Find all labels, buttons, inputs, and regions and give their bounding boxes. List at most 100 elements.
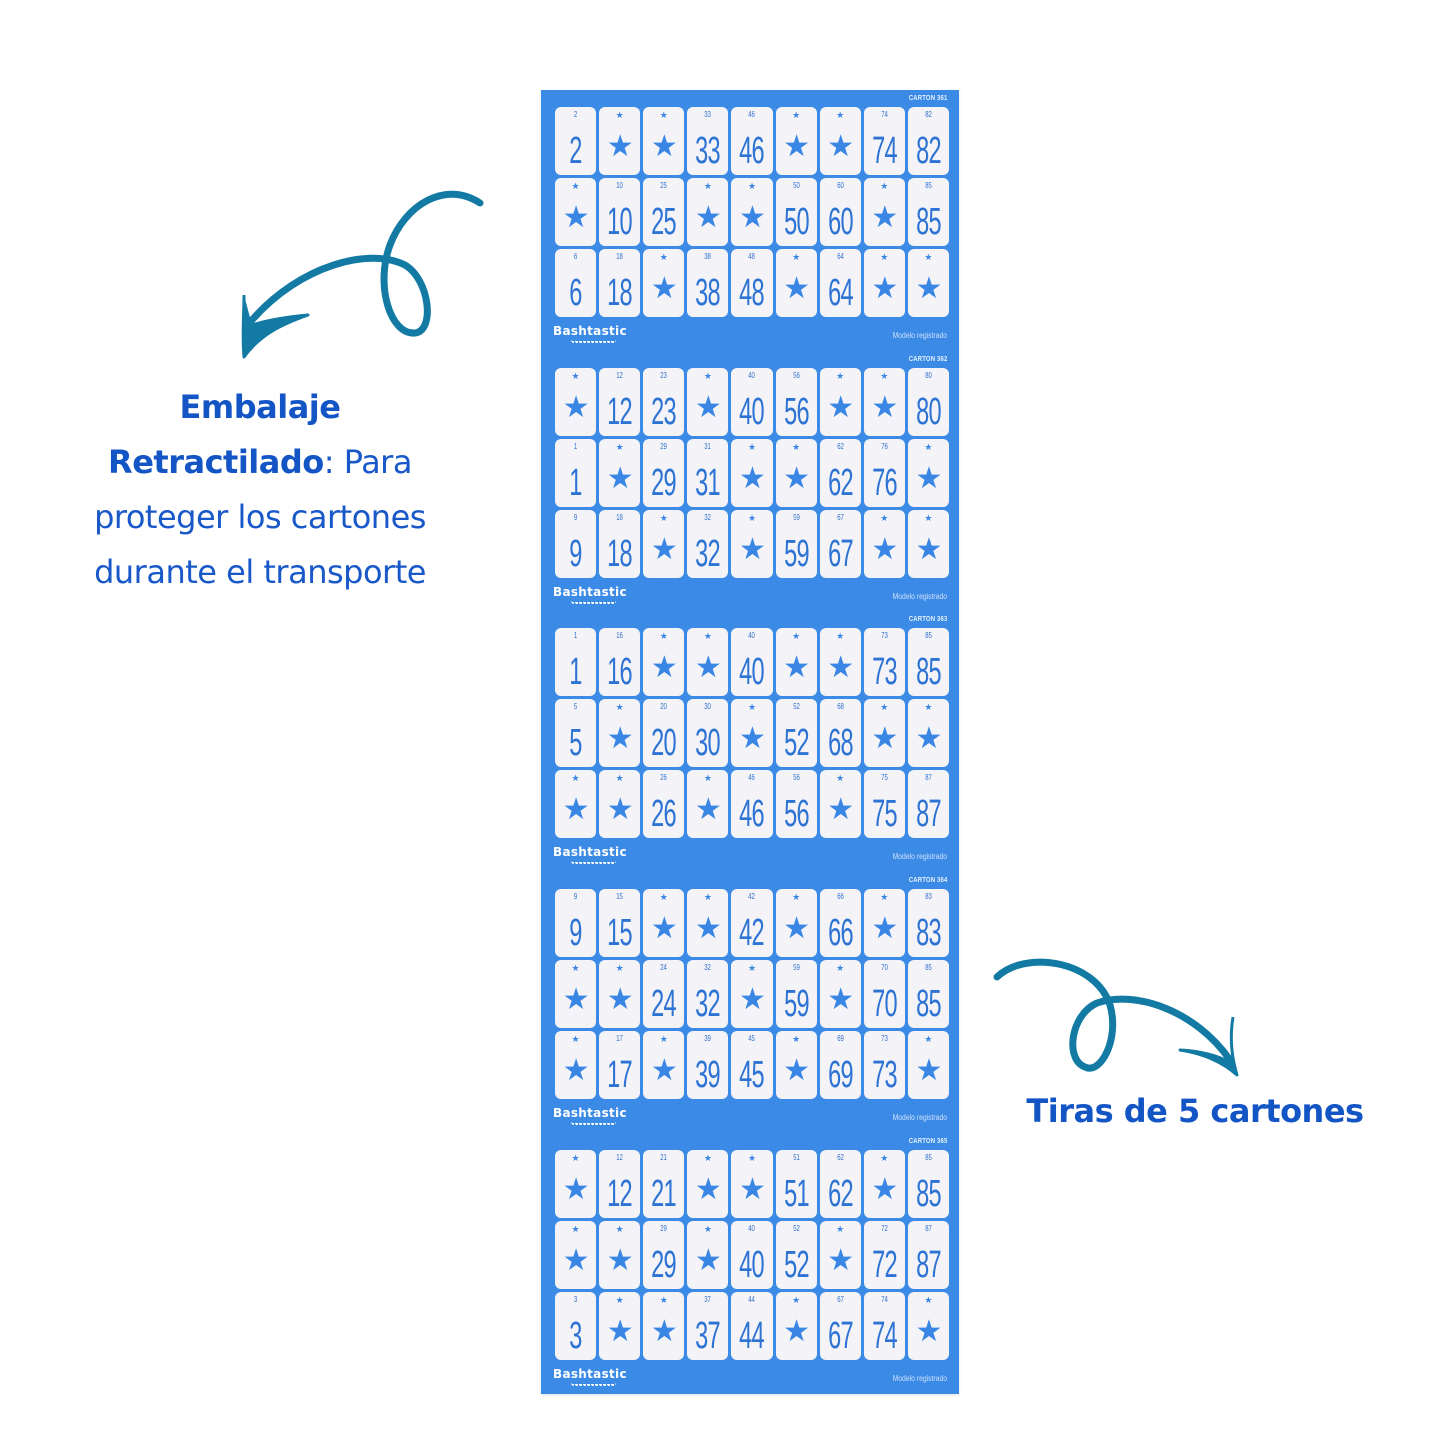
small-number: 87 xyxy=(925,773,932,782)
big-number: 25 xyxy=(651,201,677,243)
small-number: 67 xyxy=(836,513,844,522)
small-number: 85 xyxy=(925,1153,932,1162)
packaging-title-line2: Retractilado xyxy=(108,443,324,481)
blank-star-cell: ★★ xyxy=(555,960,597,1028)
small-number: 21 xyxy=(660,1153,668,1162)
small-star-icon: ★ xyxy=(924,513,933,523)
blank-star-cell: ★★ xyxy=(907,1031,949,1099)
big-number: 1 xyxy=(569,651,582,693)
small-number: 74 xyxy=(880,110,888,119)
small-number: 1 xyxy=(573,631,578,640)
star-icon: ★ xyxy=(562,201,590,234)
big-number: 85 xyxy=(915,651,942,693)
small-star-icon: ★ xyxy=(615,1224,624,1234)
star-icon: ★ xyxy=(694,912,722,945)
big-number: 40 xyxy=(739,651,766,693)
star-icon: ★ xyxy=(606,462,634,495)
big-number: 59 xyxy=(783,983,810,1025)
small-number: 42 xyxy=(748,892,756,901)
big-number: 42 xyxy=(739,912,766,954)
big-number: 73 xyxy=(871,651,898,693)
blank-star-cell: ★★ xyxy=(863,178,905,246)
small-number: 26 xyxy=(660,773,668,782)
small-star-icon: ★ xyxy=(615,110,624,120)
star-icon: ★ xyxy=(650,912,678,945)
big-number: 73 xyxy=(871,1054,898,1096)
small-number: 74 xyxy=(880,1295,888,1304)
star-icon: ★ xyxy=(827,1244,854,1277)
big-number: 85 xyxy=(915,201,942,243)
small-star-icon: ★ xyxy=(571,1224,580,1234)
small-number: 16 xyxy=(616,631,623,640)
small-star-icon: ★ xyxy=(659,892,668,902)
small-number: 60 xyxy=(836,181,844,190)
small-number: 46 xyxy=(748,773,756,782)
registered-model-label: Modelo registrado xyxy=(892,592,947,601)
star-icon: ★ xyxy=(650,130,678,163)
blank-star-cell: ★★ xyxy=(687,1150,729,1218)
small-number: 52 xyxy=(792,702,800,711)
packaging-desc-line4: durante el transporte xyxy=(94,553,426,591)
big-number: 66 xyxy=(827,912,854,954)
star-icon: ★ xyxy=(827,983,854,1016)
small-number: 76 xyxy=(880,442,888,451)
small-star-icon: ★ xyxy=(747,702,757,712)
small-number: 18 xyxy=(616,252,623,261)
small-star-icon: ★ xyxy=(615,963,624,973)
small-number: 68 xyxy=(836,702,844,711)
small-star-icon: ★ xyxy=(747,963,757,973)
packaging-title-line1: Embalaje xyxy=(179,388,341,426)
small-star-icon: ★ xyxy=(792,252,801,262)
big-number: 16 xyxy=(607,651,633,693)
big-number: 59 xyxy=(783,533,810,575)
small-number: 25 xyxy=(660,181,668,190)
small-star-icon: ★ xyxy=(880,371,889,381)
big-number: 3 xyxy=(569,1315,582,1357)
star-icon: ★ xyxy=(827,130,854,163)
blank-star-cell: ★★ xyxy=(863,889,905,957)
small-number: 9 xyxy=(573,513,578,522)
small-number: 85 xyxy=(925,631,932,640)
small-number: 30 xyxy=(704,702,712,711)
star-icon: ★ xyxy=(694,391,722,424)
blank-star-cell: ★★ xyxy=(643,628,685,696)
blank-star-cell: ★★ xyxy=(643,1292,685,1360)
star-icon: ★ xyxy=(871,533,898,566)
star-icon: ★ xyxy=(871,391,898,424)
star-icon: ★ xyxy=(739,462,766,495)
big-number: 17 xyxy=(607,1054,633,1096)
small-star-icon: ★ xyxy=(792,442,801,452)
star-icon: ★ xyxy=(650,651,678,684)
star-icon: ★ xyxy=(606,1315,634,1348)
star-icon: ★ xyxy=(562,1244,590,1277)
small-star-icon: ★ xyxy=(615,1295,624,1305)
small-number: 70 xyxy=(880,963,888,972)
small-number: 3 xyxy=(573,1295,578,1304)
small-number: 46 xyxy=(748,110,756,119)
small-number: 29 xyxy=(660,442,668,451)
star-icon: ★ xyxy=(871,1173,898,1206)
blank-star-cell: ★★ xyxy=(555,1031,597,1099)
